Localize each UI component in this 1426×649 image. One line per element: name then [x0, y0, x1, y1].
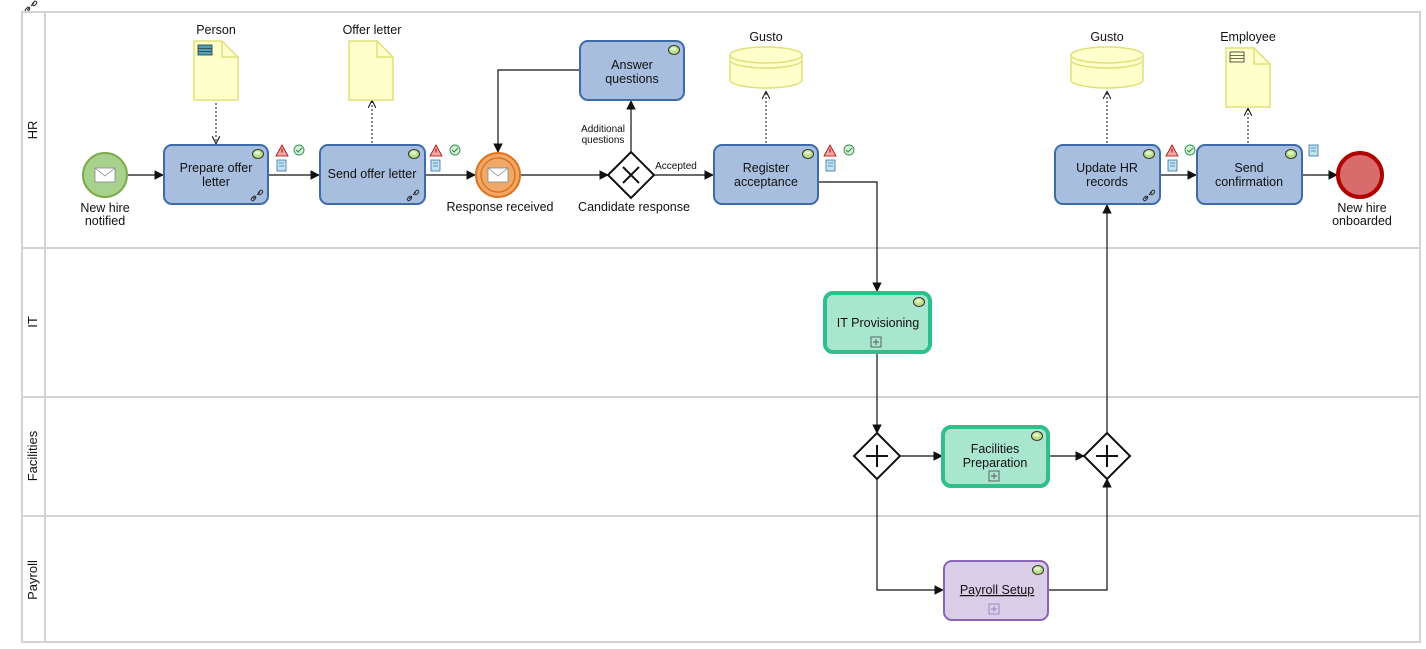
collaboration-icon — [668, 45, 680, 55]
collaboration-icon — [1032, 565, 1044, 575]
data-store-gusto[interactable] — [1070, 46, 1144, 89]
pool — [21, 11, 1421, 643]
start-event[interactable] — [82, 152, 128, 198]
task-status-icons — [275, 144, 1319, 172]
warning-icon[interactable] — [1165, 144, 1179, 157]
data-object-offer-letter[interactable] — [348, 40, 394, 101]
task-label: Prepare offer — [180, 161, 253, 175]
collaboration-icon — [1031, 431, 1043, 441]
plus-icon — [866, 445, 888, 467]
document-icon[interactable] — [825, 159, 836, 172]
subprocess-it-provisioning[interactable]: IT Provisioning — [823, 291, 932, 354]
flow[interactable] — [493, 69, 580, 153]
data-store-gusto[interactable] — [729, 46, 803, 89]
event-label: Response received — [446, 200, 553, 214]
gateway-label-accepted: Accepted — [655, 161, 697, 172]
task-label: Send offer letter — [328, 167, 417, 181]
data-object-label: Offer letter — [343, 23, 402, 37]
collaboration-icon — [802, 149, 814, 159]
document-icon[interactable] — [276, 159, 287, 172]
collaboration-icon — [252, 149, 264, 159]
warning-icon[interactable] — [429, 144, 443, 157]
lane-title-payroll: Payroll — [25, 560, 40, 600]
data-object-label: Person — [196, 23, 236, 37]
intermediate-event[interactable] — [475, 152, 521, 198]
flow[interactable] — [1048, 478, 1112, 591]
document-icon[interactable] — [430, 159, 441, 172]
flow[interactable] — [818, 181, 882, 292]
warning-icon[interactable] — [823, 144, 837, 157]
lane-title-it: IT — [25, 316, 40, 328]
data-store-label: Gusto — [749, 30, 782, 44]
table-icon — [197, 44, 213, 56]
lane-title-hr: HR — [25, 121, 40, 140]
data-object-employee[interactable] — [1225, 47, 1271, 108]
task-label: IT Provisioning — [837, 316, 919, 330]
collaboration-icon — [913, 297, 925, 307]
expand-icon[interactable] — [870, 336, 882, 348]
expand-icon[interactable] — [988, 470, 1000, 482]
plus-icon — [1096, 445, 1118, 467]
task-label-line-2: letter — [202, 175, 230, 189]
data-object-person[interactable] — [193, 40, 239, 101]
approval-icon[interactable] — [449, 144, 461, 156]
document-icon[interactable] — [1167, 159, 1178, 172]
task-label[interactable]: Payroll Setup — [960, 583, 1034, 597]
exclusive-gateway[interactable] — [606, 150, 656, 200]
link-icon[interactable] — [24, 0, 38, 13]
approval-icon[interactable] — [293, 144, 305, 156]
collaboration-icon — [1143, 149, 1155, 159]
subprocess-payroll-setup[interactable]: Payroll Setup — [943, 560, 1049, 621]
data-store-label: Gusto — [1090, 30, 1123, 44]
collaboration-icon — [1285, 149, 1297, 159]
warning-icon[interactable] — [275, 144, 289, 157]
flow[interactable] — [876, 479, 944, 595]
table-icon — [1229, 51, 1245, 63]
data-object-label: Employee — [1220, 30, 1276, 44]
approval-icon[interactable] — [843, 144, 855, 156]
gateway-label: Candidate response — [578, 200, 690, 214]
expand-icon[interactable] — [988, 603, 1000, 615]
sequence-flows — [128, 69, 1338, 595]
parallel-gateway-split[interactable] — [852, 431, 902, 481]
collaboration-icon — [408, 149, 420, 159]
document-icon[interactable] — [1308, 144, 1319, 157]
data-associations — [216, 92, 1248, 143]
end-event[interactable] — [1336, 151, 1384, 199]
x-icon — [622, 166, 640, 184]
task-send-offer-letter[interactable]: Send offer letter — [319, 144, 426, 205]
parallel-gateway-join[interactable] — [1082, 431, 1132, 481]
approval-icon[interactable] — [1184, 144, 1196, 156]
lane-title-facilities: Facilities — [25, 430, 40, 481]
